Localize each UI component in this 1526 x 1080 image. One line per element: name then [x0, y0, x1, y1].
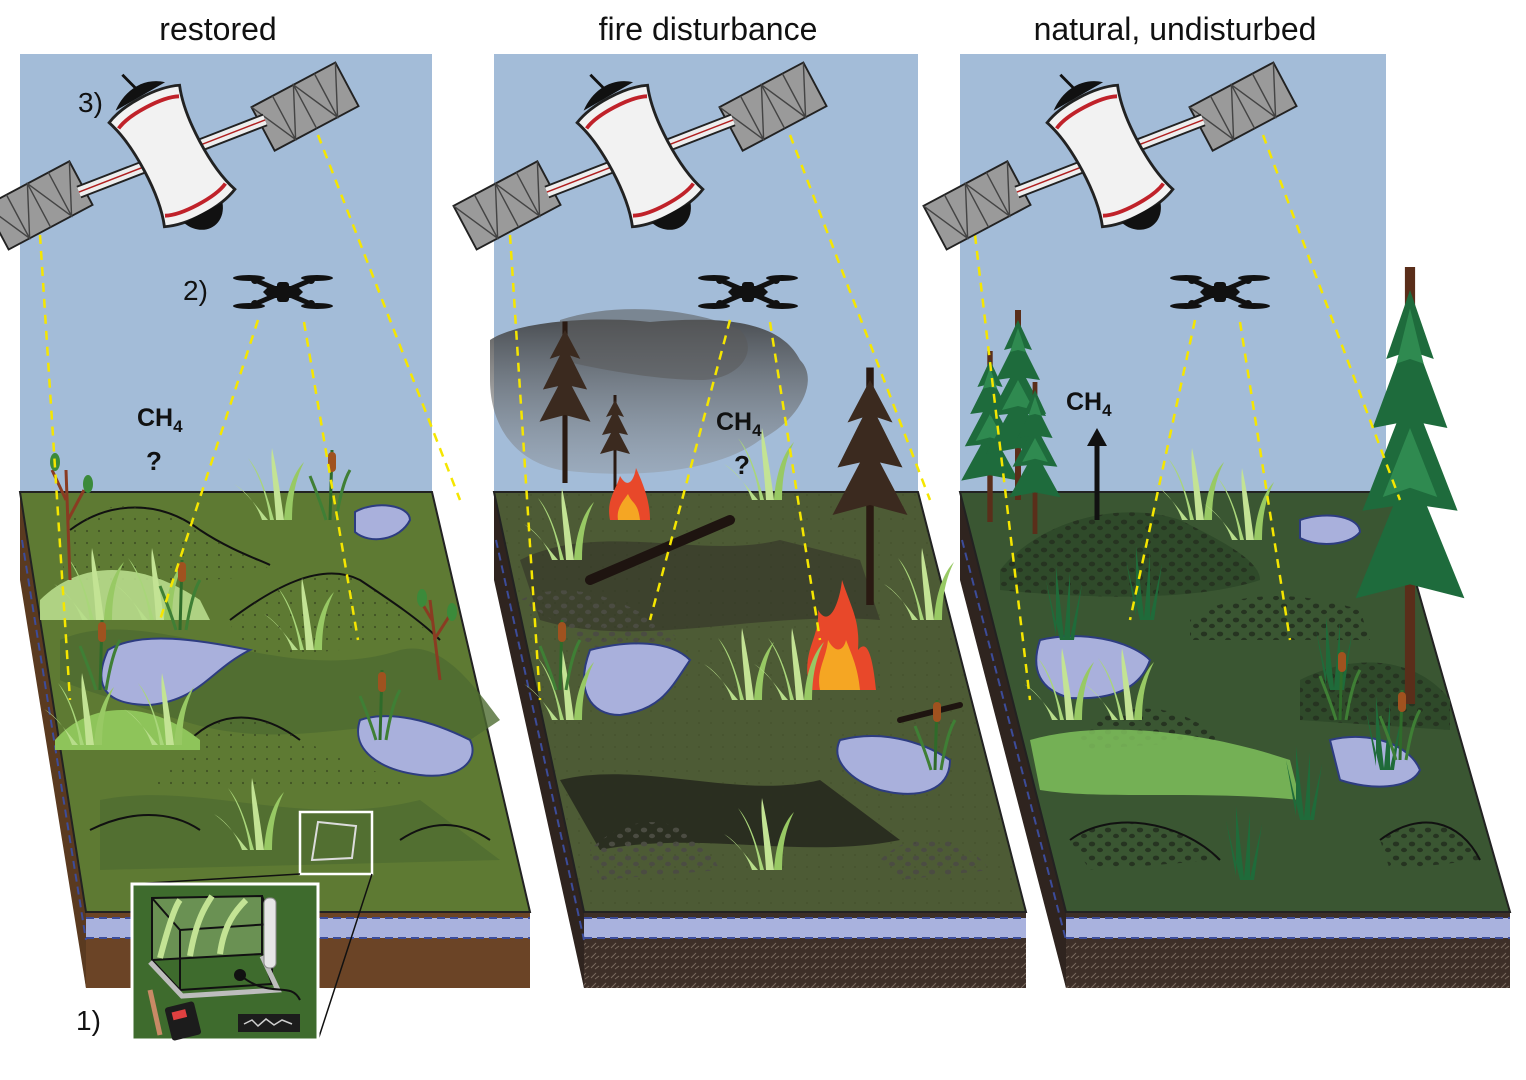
- fallen-log: [585, 515, 735, 585]
- satellite-footprint: [973, 134, 1402, 701]
- panel-natural: CH4: [923, 53, 1512, 988]
- chamber-plot-marker: [298, 810, 374, 876]
- data-logger-icon: [238, 1014, 300, 1032]
- sky-restored: [20, 54, 432, 492]
- chamber-inset: [130, 882, 320, 1042]
- panel-title-natural: natural, undisturbed: [1034, 11, 1317, 47]
- soil-block-fire: [494, 492, 1026, 988]
- ch4-label-fire: CH4: [716, 408, 762, 440]
- ch4-label-natural: CH4: [1066, 388, 1112, 420]
- label-chamber-1: 1): [76, 1005, 101, 1036]
- panel-title-fire: fire disturbance: [599, 11, 818, 47]
- arrow-up-icon: [1087, 428, 1107, 520]
- satellite-footprint: [38, 134, 462, 701]
- panel-fire: CH4 ?: [453, 53, 1028, 988]
- satellite-footprint: [508, 134, 932, 701]
- flames: [609, 468, 876, 690]
- gas-analyzer-icon: [164, 1001, 202, 1041]
- label-drone-2: 2): [183, 275, 208, 306]
- label-satellite-3: 3): [78, 87, 103, 118]
- soil-block-natural: [960, 492, 1510, 988]
- ch4-unknown-mark: ?: [146, 446, 162, 476]
- piezometer-tube: [263, 897, 277, 969]
- panel-title-restored: restored: [159, 11, 276, 47]
- pond: [354, 504, 412, 541]
- ch4-unknown-mark: ?: [734, 450, 750, 480]
- ch4-label-restored: CH4: [137, 404, 183, 436]
- flux-chamber-icon: [148, 894, 282, 999]
